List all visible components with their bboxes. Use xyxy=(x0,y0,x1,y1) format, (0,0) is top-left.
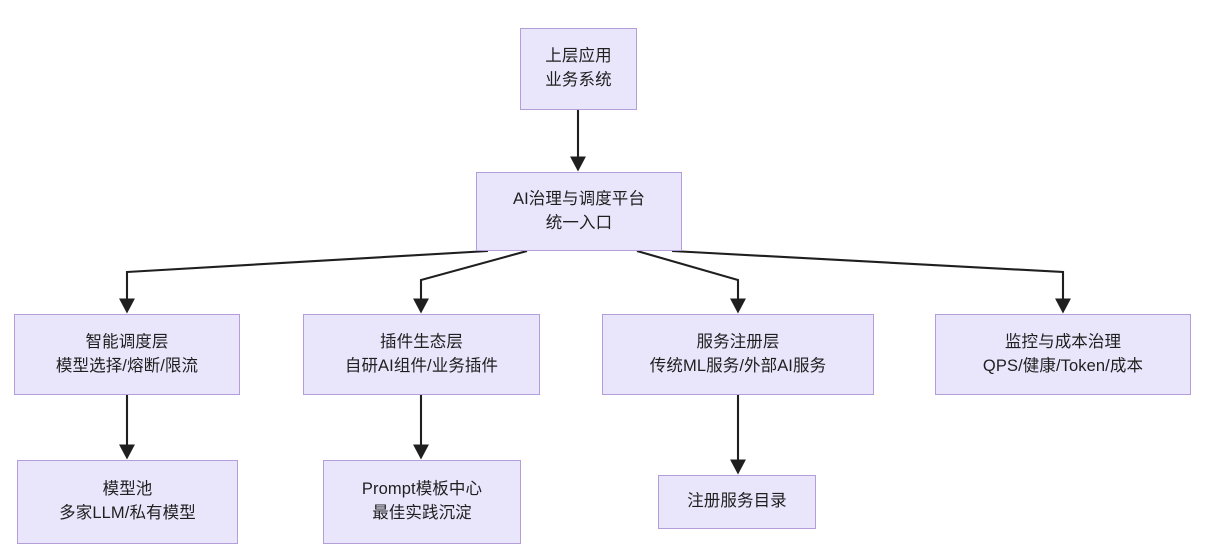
edges-group xyxy=(119,110,1071,475)
node-platform-line2: 统一入口 xyxy=(545,213,613,232)
edge-platform-to-plugin xyxy=(413,249,528,314)
node-prompt-template-center-line2: 最佳实践沉淀 xyxy=(372,504,472,522)
edge-platform-to-registry xyxy=(636,249,746,314)
node-platform[interactable]: AI治理与调度平台 统一入口 xyxy=(476,172,682,251)
node-app-line2: 业务系统 xyxy=(545,71,612,89)
node-service-registry-layer[interactable]: 服务注册层 传统ML服务/外部AI服务 xyxy=(602,314,874,395)
edge-platform-to-scheduling xyxy=(119,249,489,314)
node-model-pool-line2: 多家LLM/私有模型 xyxy=(59,504,196,522)
node-plugin-ecosystem-layer-line2: 自研AI组件/业务插件 xyxy=(344,356,499,375)
node-registered-service-catalog[interactable]: 注册服务目录 xyxy=(658,475,816,529)
edge-platform-to-monitor xyxy=(671,249,1071,314)
node-model-pool-line1: 模型池 xyxy=(102,480,153,499)
node-scheduling-layer[interactable]: 智能调度层 模型选择/熔断/限流 xyxy=(14,314,240,395)
node-registered-service-catalog-line1: 注册服务目录 xyxy=(687,492,787,511)
node-plugin-ecosystem-layer[interactable]: 插件生态层 自研AI组件/业务插件 xyxy=(303,314,540,395)
node-monitoring-cost-governance[interactable]: 监控与成本治理 QPS/健康/Token/成本 xyxy=(935,314,1191,395)
node-platform-line1: AI治理与调度平台 xyxy=(513,189,645,208)
node-scheduling-layer-line2: 模型选择/熔断/限流 xyxy=(55,356,199,375)
node-plugin-ecosystem-layer-line1: 插件生态层 xyxy=(380,332,463,351)
node-prompt-template-center[interactable]: Prompt模板中心 最佳实践沉淀 xyxy=(323,460,521,544)
node-monitoring-cost-governance-line1: 监控与成本治理 xyxy=(1004,332,1122,351)
node-app-line1: 上层应用 xyxy=(545,47,612,66)
node-scheduling-layer-line1: 智能调度层 xyxy=(85,332,169,351)
node-prompt-template-center-line1: Prompt模板中心 xyxy=(361,480,483,499)
node-service-registry-layer-line2: 传统ML服务/外部AI服务 xyxy=(649,356,827,375)
node-model-pool[interactable]: 模型池 多家LLM/私有模型 xyxy=(17,460,238,544)
node-app[interactable]: 上层应用 业务系统 xyxy=(520,28,637,110)
node-monitoring-cost-governance-line2: QPS/健康/Token/成本 xyxy=(982,356,1144,375)
node-service-registry-layer-line1: 服务注册层 xyxy=(696,332,780,351)
